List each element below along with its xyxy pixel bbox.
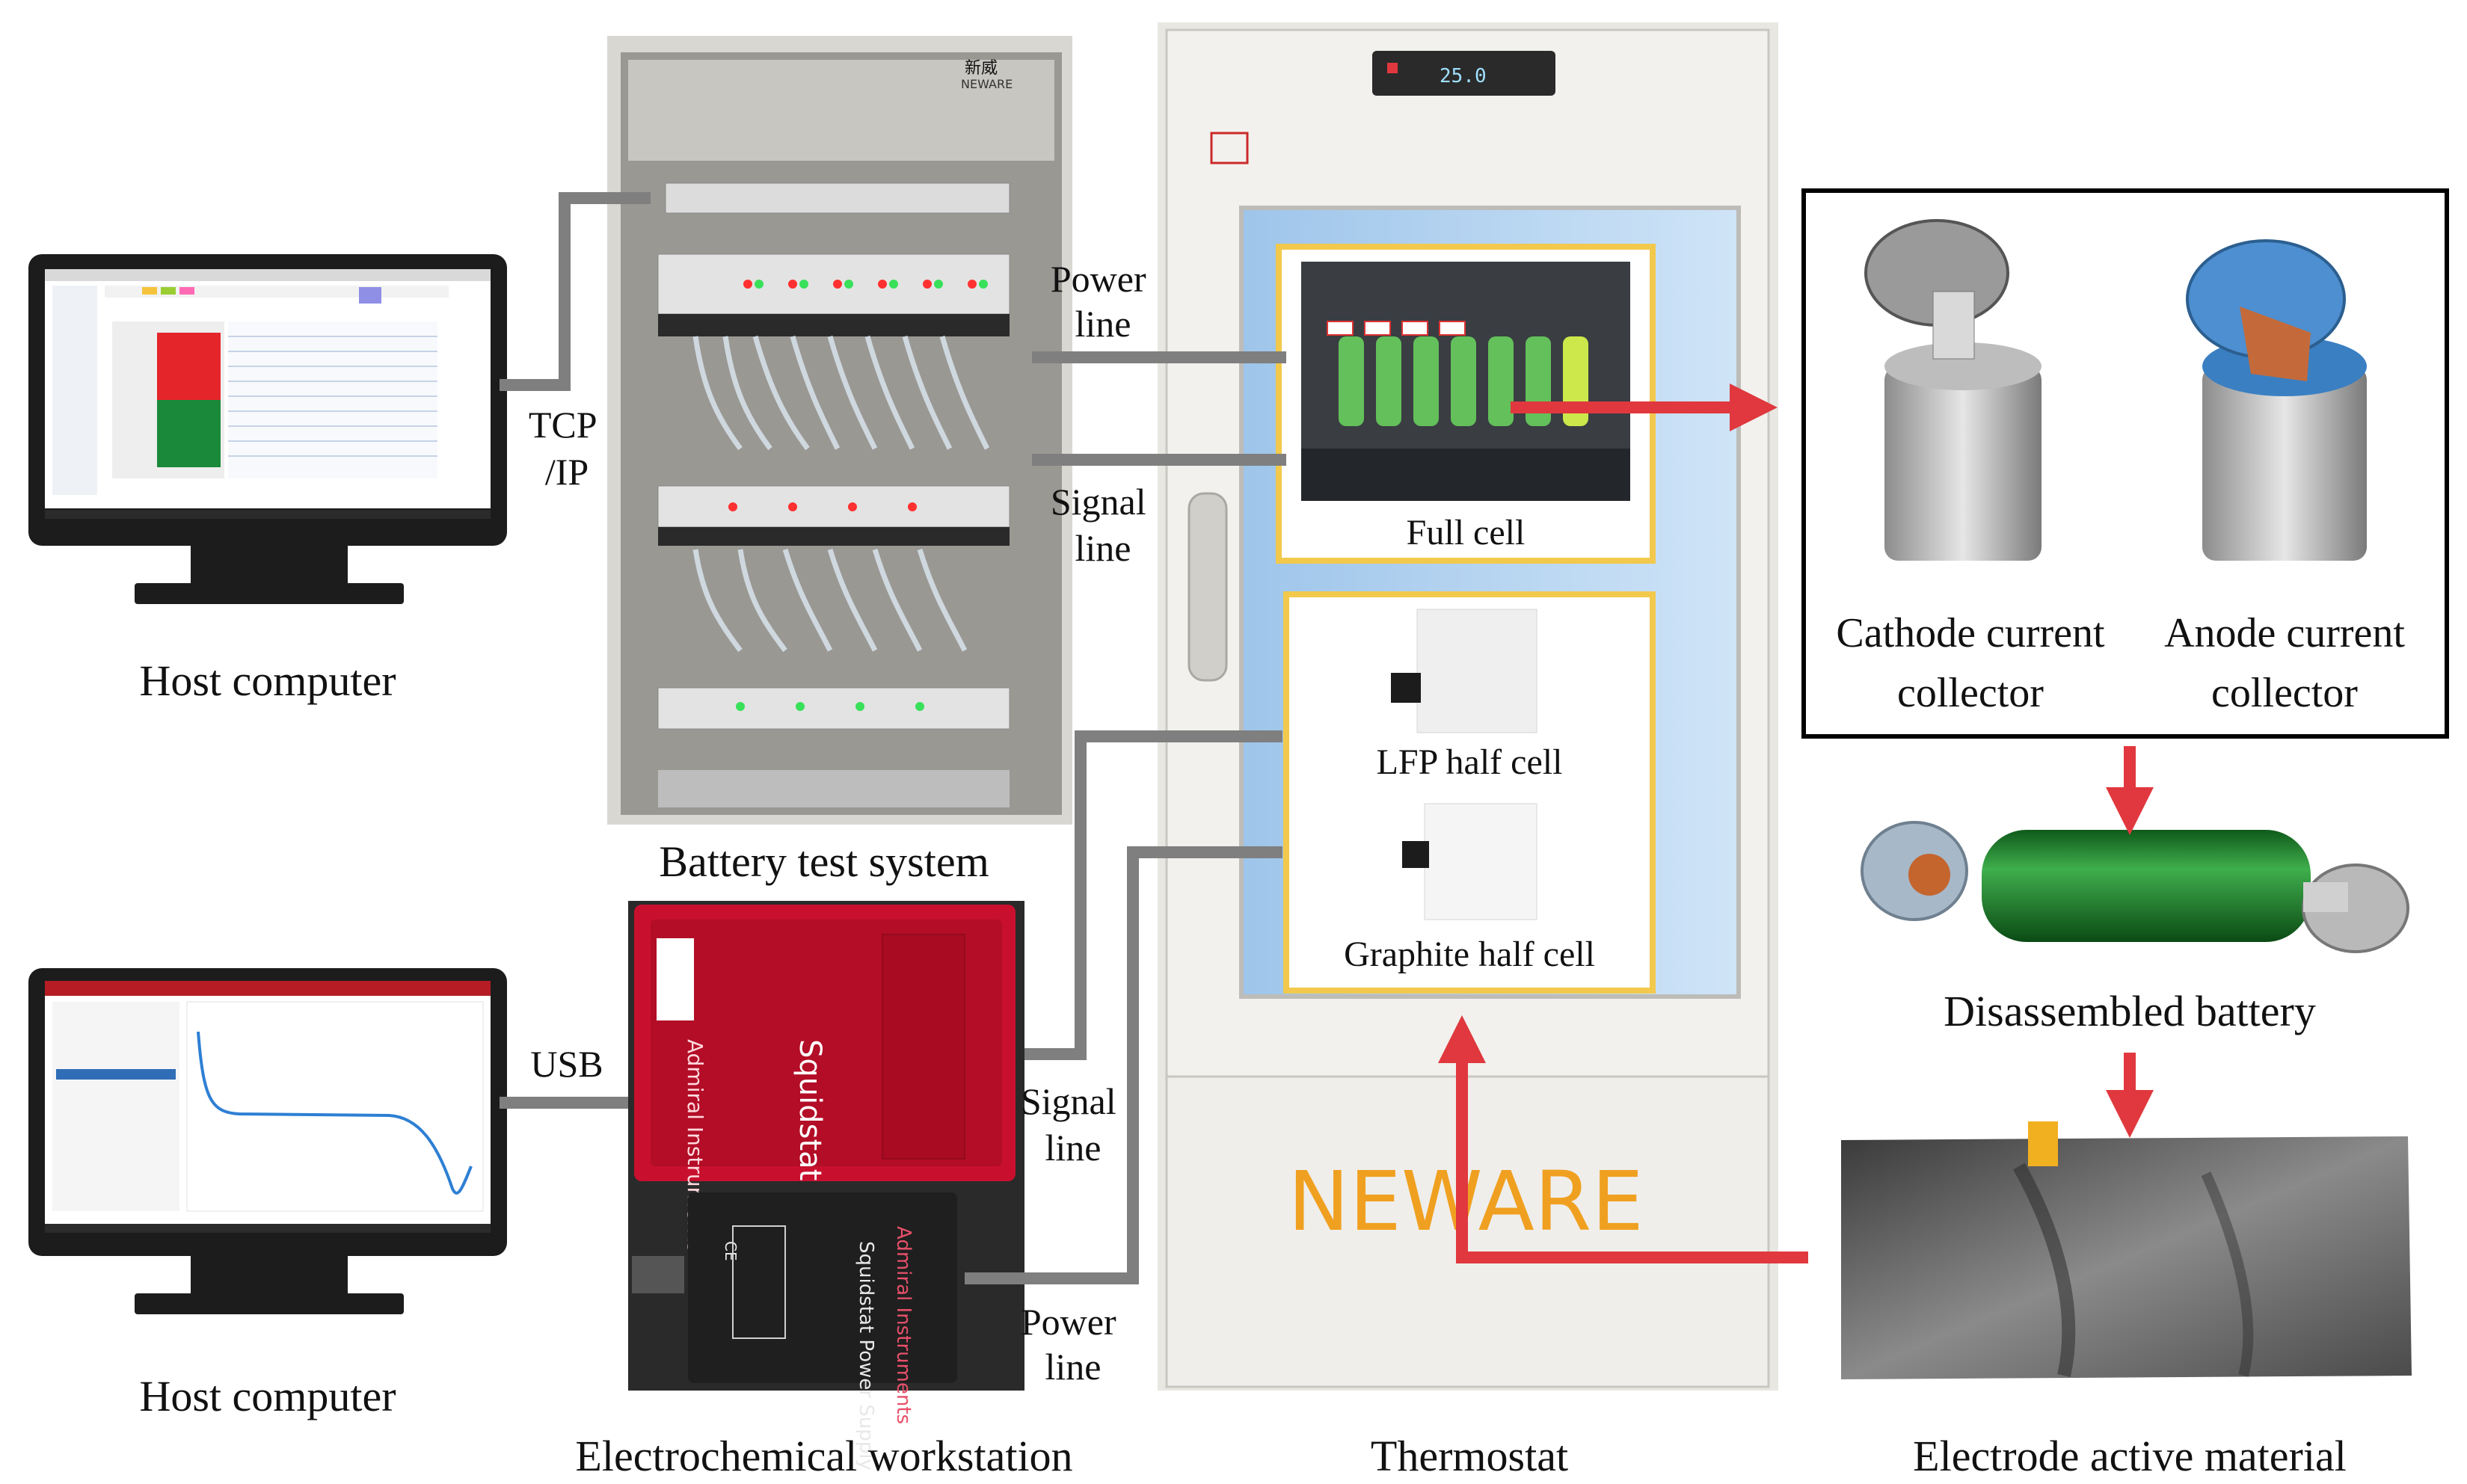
power-line-top-line2: line (1075, 303, 1131, 345)
signal-line-bottom (1024, 730, 1282, 1060)
full-cell-label: Full cell (1407, 513, 1526, 552)
electrochemical-workstation: Squidstat Plus Admiral Instruments Squid… (628, 901, 1024, 1471)
usb-label: USB (530, 1043, 603, 1085)
signal-line-top-line2: line (1075, 527, 1131, 569)
power-line-bottom-line2: line (1045, 1346, 1102, 1388)
cabinet-brand: NEWARE (961, 77, 1013, 91)
host-computer-bottom (28, 968, 507, 1314)
tcp-ip-line (500, 192, 651, 391)
arrow-material-to-graphite-cell (1438, 1015, 1808, 1263)
process-arrows (1438, 384, 2154, 1263)
signal-line-bottom-line1: Signal (1021, 1080, 1116, 1122)
electrode-active-material (1841, 1121, 2412, 1379)
power-supply-name: Squidstat Power Supply (855, 1241, 877, 1471)
electrode-active-material-label: Electrode active material (1913, 1432, 2347, 1480)
cabinet-logo: 新威 (965, 58, 998, 77)
power-line-bottom-line1: Power (1021, 1301, 1116, 1343)
svg-text:Signal line: Signal line (1051, 481, 1155, 569)
signal-line-top-line1: Signal (1051, 481, 1146, 523)
current-collector-box: Cathode current collector Anode current … (1801, 188, 2449, 739)
tcp-label-line2: /IP (545, 451, 589, 493)
disassembled-battery-label: Disassembled battery (1944, 987, 2316, 1035)
power-line-top-line1: Power (1051, 258, 1146, 300)
electrochemical-workstation-label: Electrochemical workstation (575, 1432, 1072, 1480)
power-supply-ce: CE (722, 1241, 740, 1261)
lfp-half-cell-label: LFP half cell (1377, 742, 1563, 782)
cathode-collector-line2: collector (1897, 670, 2044, 716)
svg-text:Signal line: Signal line (1021, 1080, 1125, 1169)
half-cell-panel: LFP half cell Graphite half cell (1283, 591, 1656, 994)
svg-text:collector: collector (2211, 670, 2358, 716)
full-cell-panel: Full cell (1276, 244, 1656, 564)
host-computer-top (28, 254, 507, 604)
host-computer-bottom-label: Host computer (139, 1372, 396, 1420)
thermostat-label: Thermostat (1371, 1432, 1568, 1480)
svg-text:TCP /IP: TCP /IP (529, 404, 605, 493)
connector-lines (500, 192, 1286, 1284)
power-supply-company: Admiral Instruments (892, 1226, 915, 1424)
battery-test-cabinet: 新威 NEWARE (607, 36, 1072, 825)
thermostat-display: 25.0 (1440, 65, 1487, 87)
anode-collector-line2: collector (2211, 670, 2358, 716)
svg-text:collector: collector (1897, 670, 2044, 716)
battery-test-system-label: Battery test system (659, 837, 989, 886)
disassembled-battery (1861, 821, 2409, 953)
svg-text:Power line: Power line (1021, 1301, 1125, 1388)
host-computer-top-label: Host computer (139, 656, 396, 705)
cathode-collector-line1: Cathode current (1836, 610, 2105, 656)
power-line-bottom (965, 846, 1282, 1284)
graphite-half-cell-label: Graphite half cell (1344, 935, 1595, 974)
svg-text:Cathode current: Cathode current (1836, 610, 2105, 656)
anode-collector-line1: Anode current (2164, 610, 2405, 656)
tcp-label-line1: TCP (529, 404, 596, 446)
svg-text:Anode current: Anode current (2164, 610, 2405, 656)
svg-text:Power line: Power line (1051, 258, 1155, 345)
text-labels: Host computer Host computer Battery test… (139, 258, 2346, 1480)
signal-line-bottom-line2: line (1045, 1127, 1102, 1169)
